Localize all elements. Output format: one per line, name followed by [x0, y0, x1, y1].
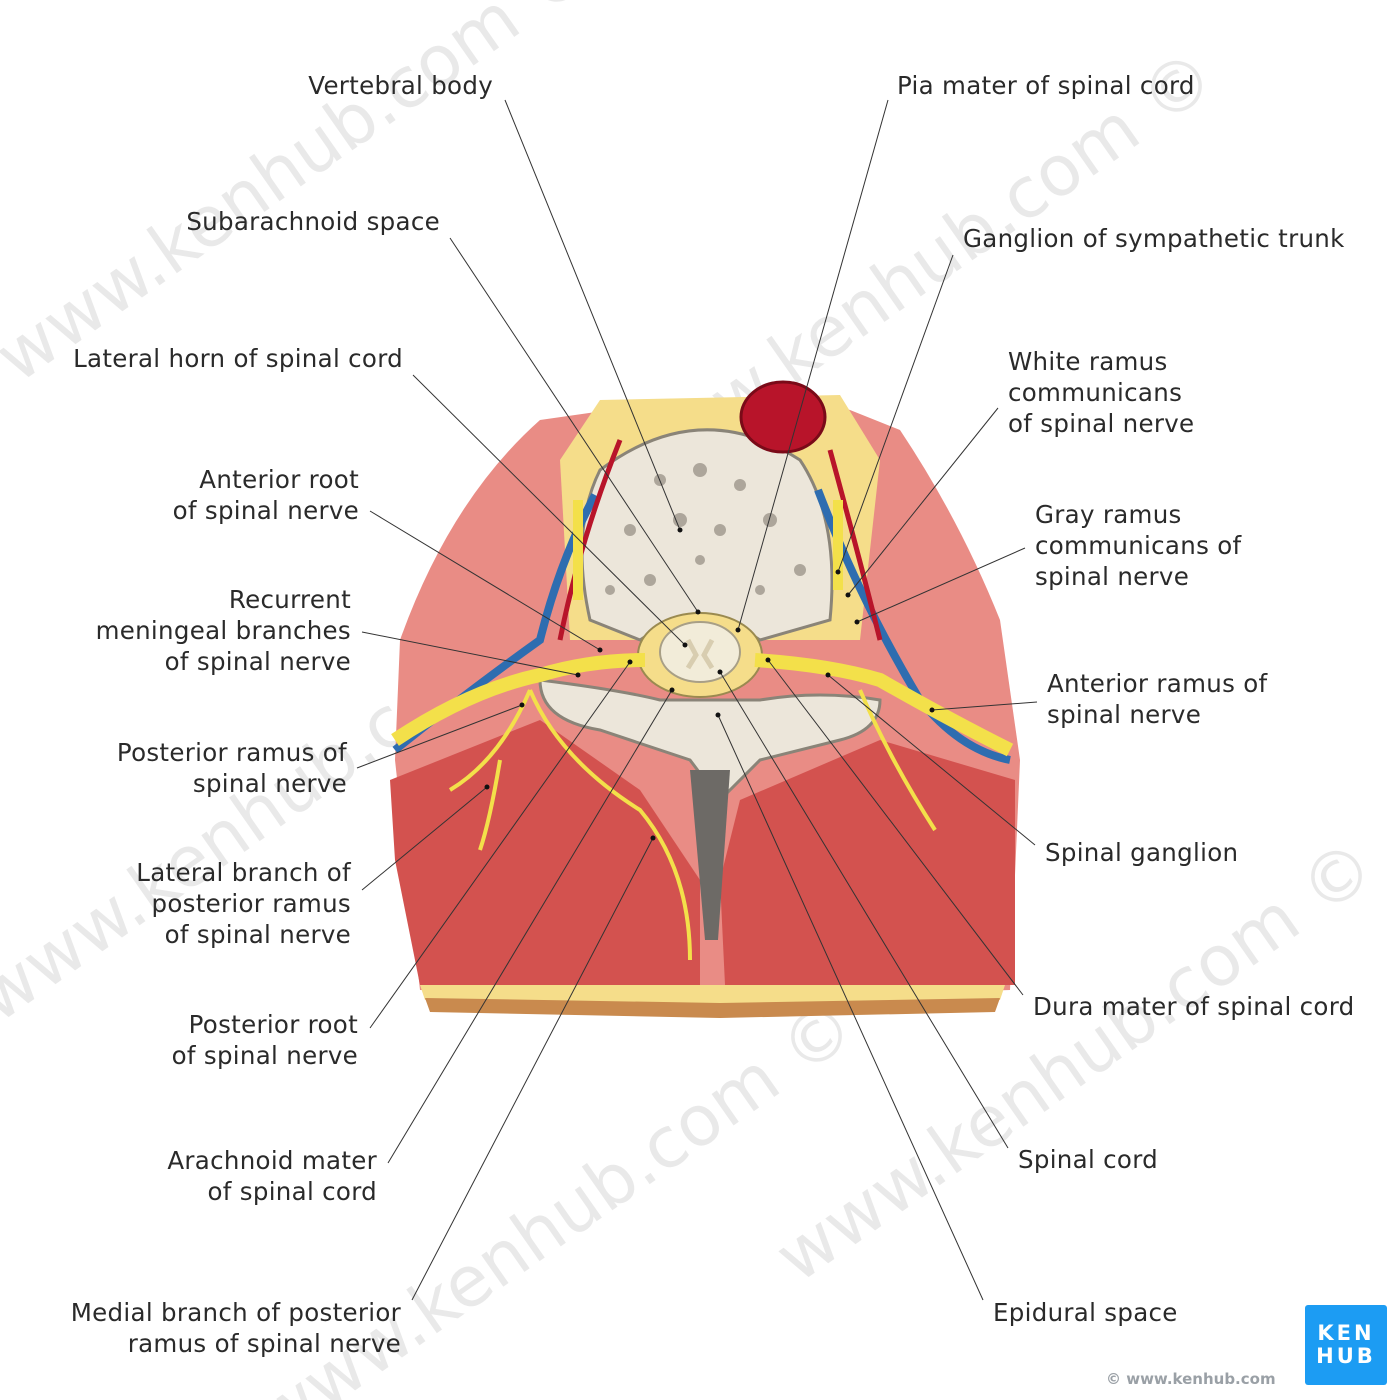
- spinal-nerve-right: [754, 653, 1014, 757]
- label-lateral-horn: Lateral horn of spinal cord: [73, 344, 403, 373]
- label-spinal-ganglion: Spinal ganglion: [1045, 838, 1239, 867]
- aorta: [739, 380, 827, 454]
- vertebral-arch: [538, 678, 882, 803]
- back-muscle-left: [390, 720, 700, 985]
- spinal-nerve-left: [391, 653, 646, 746]
- spinous-process: [690, 770, 730, 940]
- skin: [425, 998, 1000, 1018]
- back-muscle-right: [720, 740, 1015, 985]
- copyright-text: © www.kenhub.com: [1106, 1370, 1276, 1388]
- label-epidural-space: Epidural space: [993, 1298, 1178, 1327]
- label-dura-mater: Dura mater of spinal cord: [1033, 992, 1355, 1021]
- label-spinal-cord: Spinal cord: [1018, 1145, 1158, 1174]
- fat-layer: [420, 985, 1005, 1005]
- label-pia-mater: Pia mater of spinal cord: [897, 71, 1195, 100]
- leader-lines: [356, 99, 1038, 1301]
- label-sympathetic-ganglion: Ganglion of sympathetic trunk: [963, 224, 1345, 253]
- intercostal-artery-right: [827, 449, 883, 641]
- spinal-cord-shape: [659, 621, 741, 683]
- gray-matter: [685, 638, 715, 670]
- label-subarachnoid-space: Subarachnoid space: [186, 207, 440, 236]
- intercostal-artery-left: [557, 439, 623, 641]
- posterior-ramus-branches: [448, 689, 937, 961]
- vertebral-body-shape: [580, 428, 834, 642]
- label-vertebral-body: Vertebral body: [308, 71, 493, 100]
